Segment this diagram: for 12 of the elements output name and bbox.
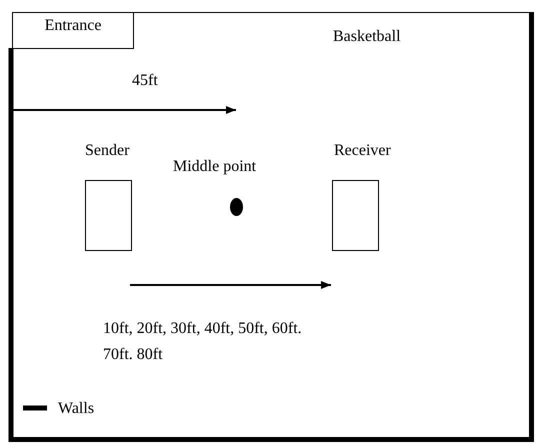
point-label: Middle point [173, 158, 256, 176]
middle-point-dot [230, 198, 243, 216]
text-label: 45ft [132, 72, 158, 90]
position-rectangle [332, 180, 379, 251]
entrance-box [12, 12, 134, 49]
legend-label: Walls [58, 400, 94, 418]
text-label: Basketball [333, 28, 401, 46]
entrance-label: Entrance [44, 17, 102, 35]
position-label: Sender [85, 142, 130, 160]
position-label: Receiver [334, 142, 391, 160]
position-rectangle [85, 180, 132, 251]
distance-list: 10ft, 20ft, 30ft, 40ft, 50ft, 60ft. 70ft. 80ft [103, 316, 325, 368]
